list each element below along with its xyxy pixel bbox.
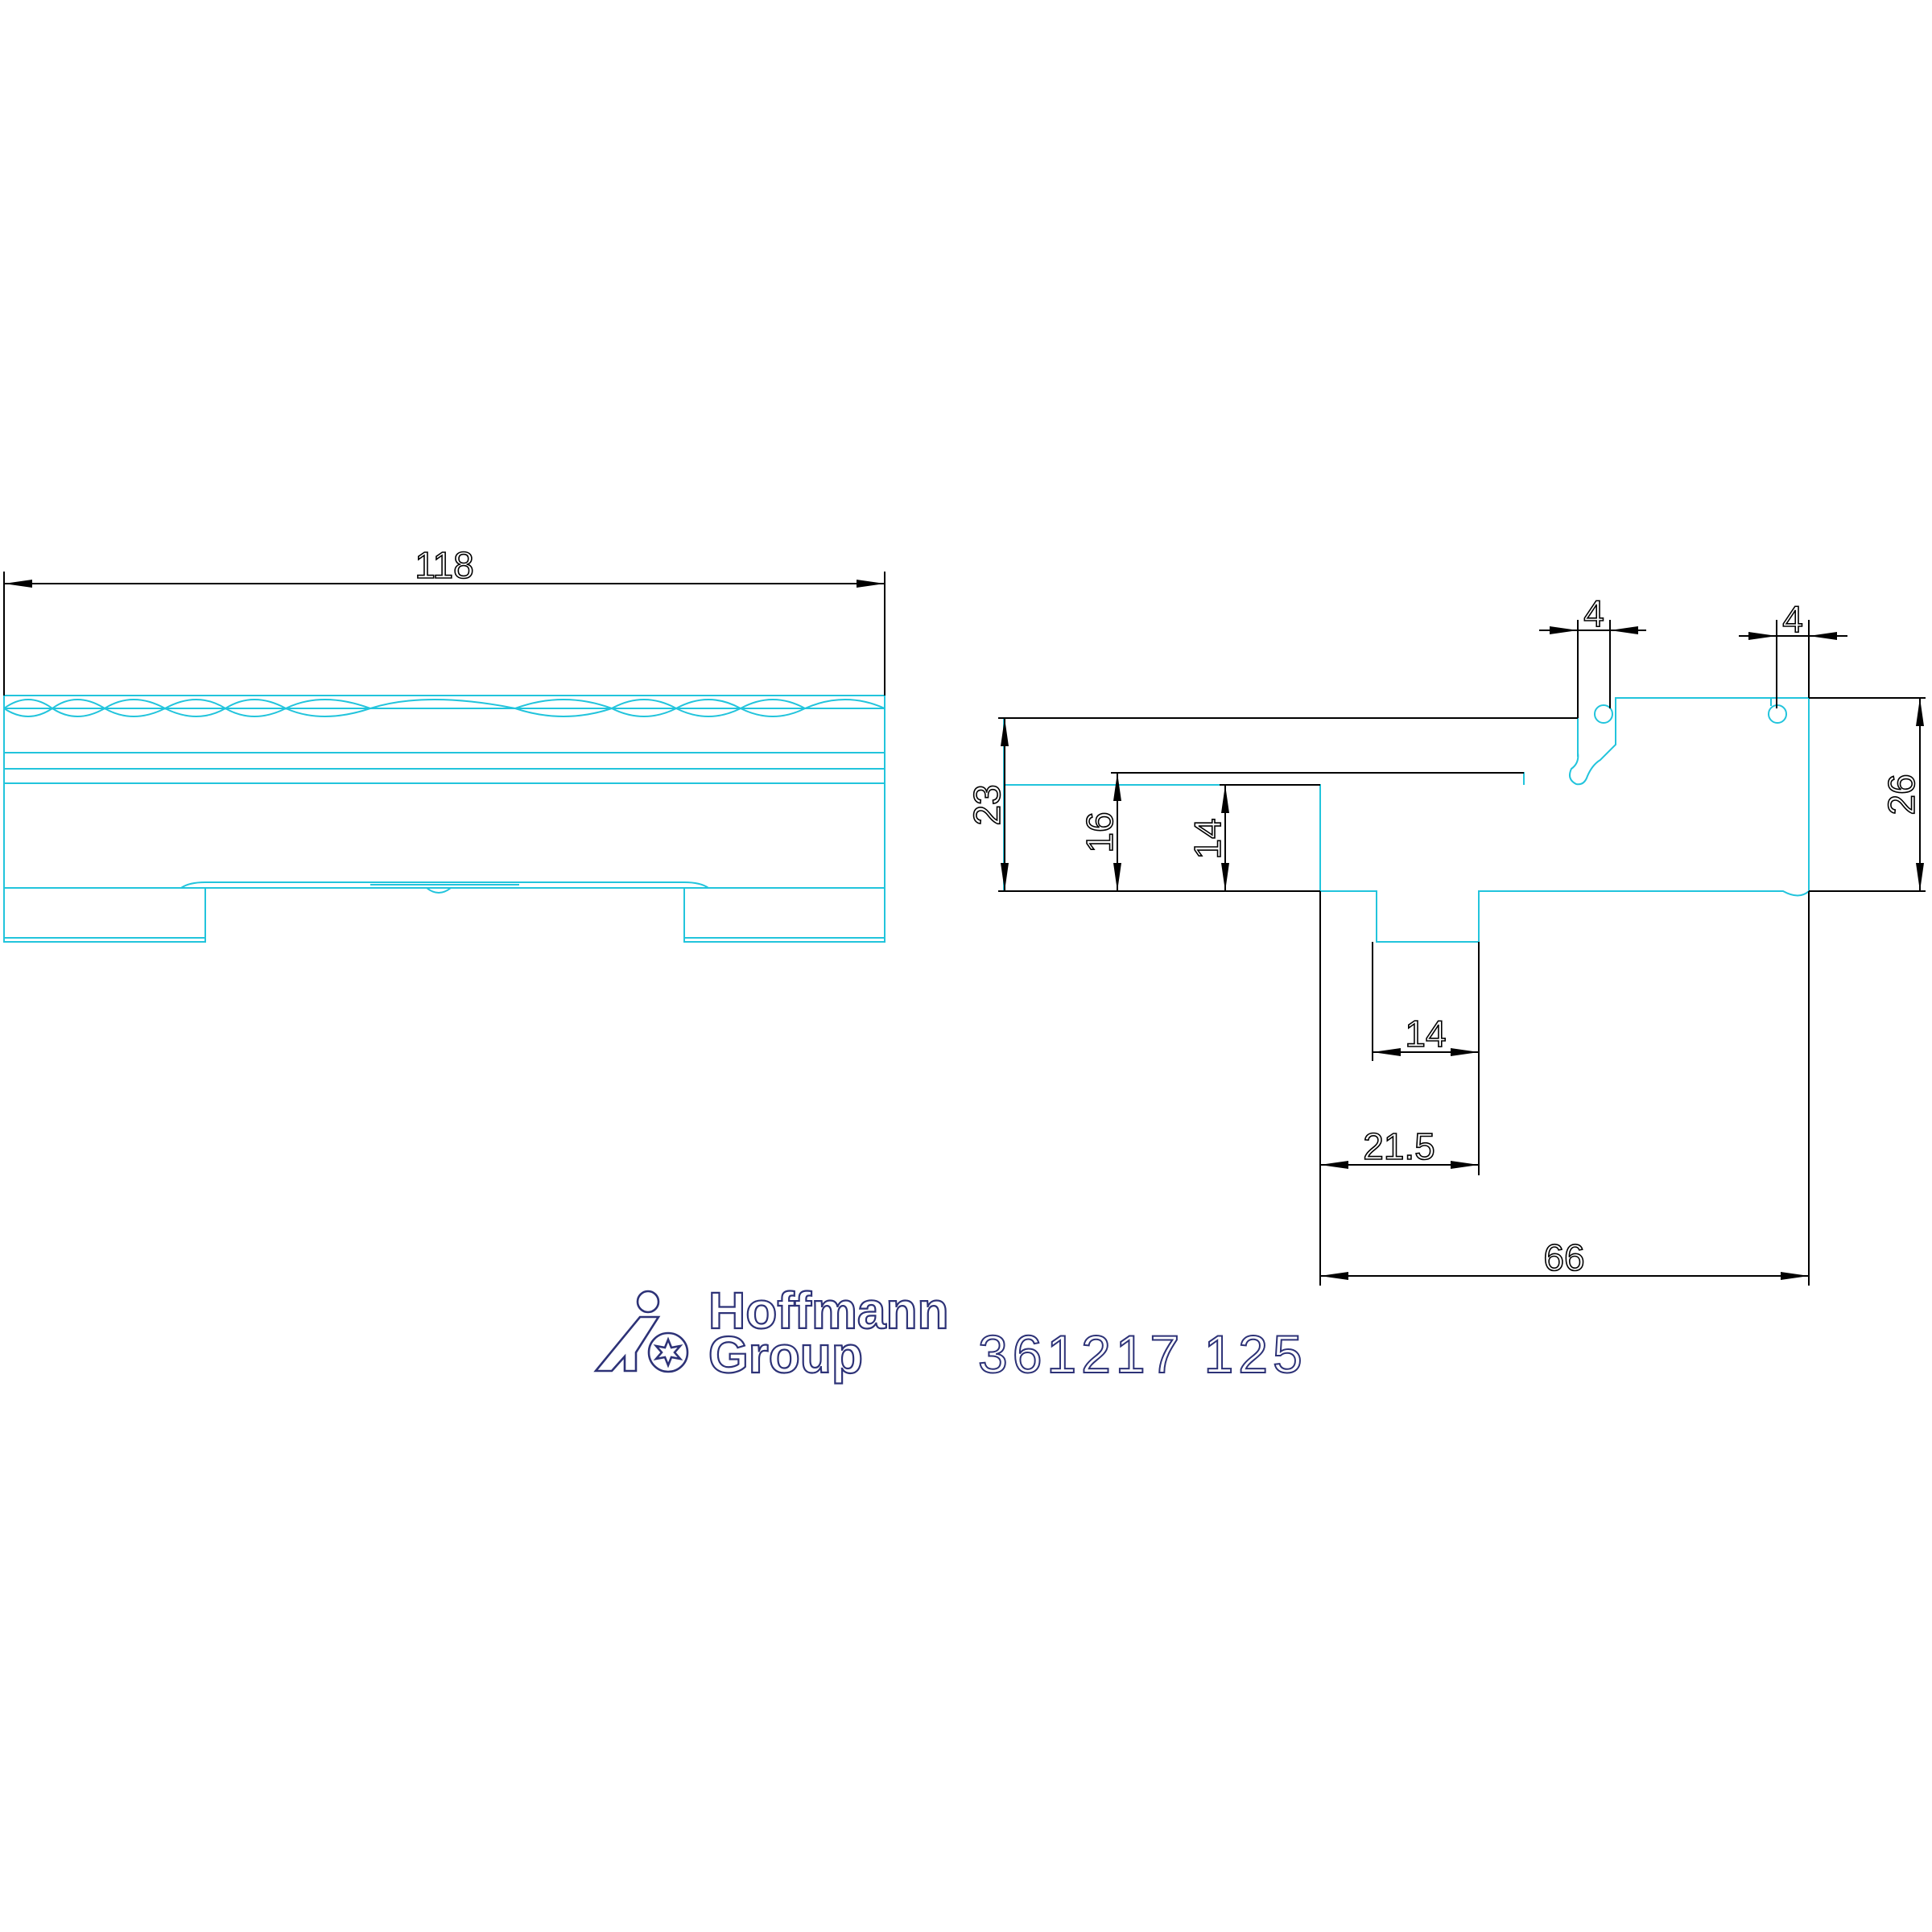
brand-line1: Hoffmann xyxy=(708,1282,949,1340)
side-view-serrations-lower xyxy=(514,707,806,717)
groove-left xyxy=(1594,704,1613,724)
dimension-14-vertical: 14 xyxy=(1186,784,1320,891)
arrowhead xyxy=(1550,626,1578,634)
arrowhead xyxy=(857,580,885,588)
arrowhead xyxy=(1001,718,1009,746)
side-view xyxy=(3,695,886,943)
side-view-notch xyxy=(426,887,452,894)
dimension-4-left: 4 xyxy=(1539,592,1646,718)
arrowhead xyxy=(1916,698,1924,726)
arrowhead xyxy=(1320,1272,1348,1280)
profile-outline xyxy=(1003,697,1810,943)
dimension-label: 118 xyxy=(415,544,473,586)
arrowhead xyxy=(1113,863,1121,891)
arrowhead xyxy=(1001,863,1009,891)
logo-star-icon xyxy=(653,1336,683,1368)
dimension-21-5: 21.5 xyxy=(1319,891,1479,1286)
dimension-label: 16 xyxy=(1079,811,1121,852)
arrowhead xyxy=(1451,1048,1479,1056)
hoffmann-group-logo: Hoffmann Group xyxy=(593,1281,950,1385)
logo-figure xyxy=(593,1315,661,1373)
dimension-label: 14 xyxy=(1187,818,1228,859)
arrowhead xyxy=(1451,1161,1479,1169)
dimension-label: 14 xyxy=(1405,1013,1446,1055)
dimension-label: 21.5 xyxy=(1363,1125,1435,1167)
dimension-label: 4 xyxy=(1782,598,1803,640)
dimension-23: 23 xyxy=(965,717,1578,892)
side-view-serrations-lower xyxy=(3,707,371,717)
dimension-label: 23 xyxy=(966,784,1008,825)
arrowhead xyxy=(1113,773,1121,801)
dimension-label: 26 xyxy=(1880,774,1922,815)
side-view-serrations xyxy=(3,699,886,710)
dimension-66: 66 xyxy=(1320,891,1810,1286)
arrowhead xyxy=(1781,1272,1809,1280)
arrowhead xyxy=(1748,632,1777,640)
arrowhead xyxy=(4,580,32,588)
side-view-chamfer xyxy=(180,881,709,889)
hoffmann-group-logo-icon xyxy=(593,1290,689,1373)
profile-foot-left xyxy=(1319,785,1364,892)
dimension-label: 4 xyxy=(1583,592,1604,634)
dimension-16: 16 xyxy=(1078,772,1524,891)
dimension-4-right: 4 xyxy=(1739,597,1847,708)
arrowhead xyxy=(1916,863,1924,891)
arrowhead xyxy=(1221,863,1229,891)
profile-view xyxy=(1003,697,1810,943)
dimension-label: 66 xyxy=(1543,1236,1584,1278)
logo-wheel xyxy=(647,1331,689,1373)
arrowhead xyxy=(1373,1048,1401,1056)
arrowhead xyxy=(1809,632,1837,640)
dimension-26: 26 xyxy=(1809,697,1926,892)
part-number: 361217 125 xyxy=(978,1324,1307,1384)
arrowhead xyxy=(1221,785,1229,813)
arrowhead xyxy=(1610,626,1638,634)
brand-line2: Group xyxy=(708,1326,863,1384)
arrowhead xyxy=(1320,1161,1348,1169)
dimension-14-horizontal: 14 xyxy=(1372,942,1480,1175)
dimension-118: 118 xyxy=(3,543,886,696)
logo-head xyxy=(636,1290,660,1314)
